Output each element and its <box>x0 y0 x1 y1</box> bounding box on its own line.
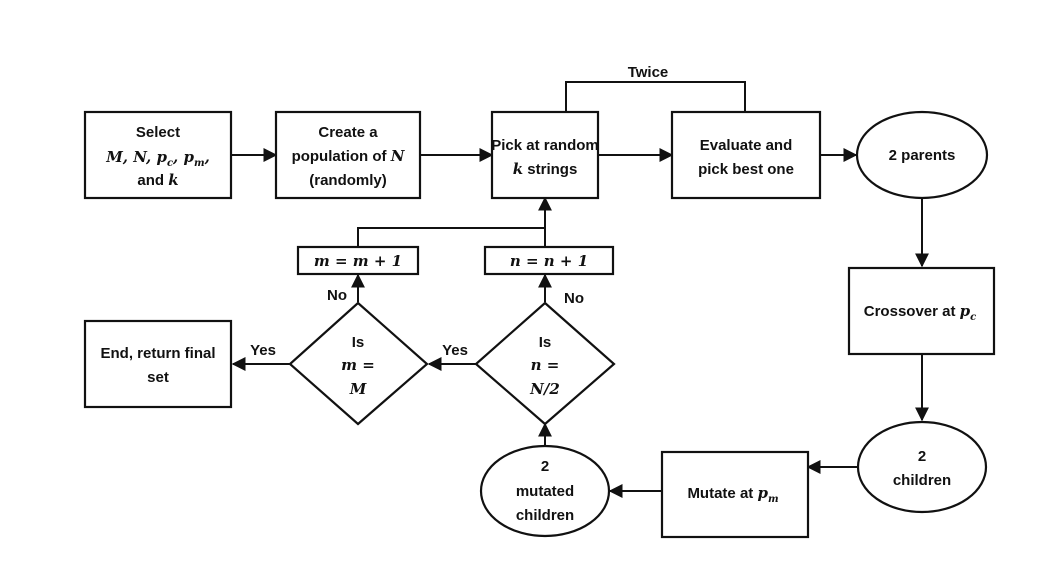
node-parents: 2 parents <box>855 110 989 200</box>
node-evaluate: Evaluate and pick best one <box>670 110 822 200</box>
select-line2: M, N, pc, pm, <box>105 148 210 169</box>
node-n-update: n = n + 1 <box>483 245 615 276</box>
connectors <box>231 81 929 498</box>
node-select: Select M, N, pc, pm, and k <box>83 110 233 200</box>
children-line2: children <box>893 472 951 489</box>
n-update-label: n = n + 1 <box>510 252 588 270</box>
end-line1: End, return final <box>100 345 215 362</box>
select-line3: and k <box>137 171 178 189</box>
twice-loop <box>565 81 746 112</box>
node-create-population: Create a population of N (randomly) <box>274 110 422 200</box>
select-line1: Select <box>136 124 180 141</box>
create-line3: (randomly) <box>309 172 387 189</box>
crossover-label: Crossover at pc <box>864 302 976 323</box>
node-children: 2 children <box>856 420 988 514</box>
is-n-line3: N/2 <box>529 380 560 398</box>
pick-line2: k strings <box>513 160 578 178</box>
edge-label-yes-m: Yes <box>250 342 276 359</box>
is-m-line2: m = <box>341 356 375 374</box>
parents-label: 2 parents <box>889 147 956 164</box>
node-m-update: m = m + 1 <box>296 245 420 276</box>
edge-label-no-n: No <box>564 290 584 307</box>
end-line2: set <box>147 369 169 386</box>
evaluate-line2: pick best one <box>698 161 794 178</box>
mutated-line1: 2 <box>541 458 549 475</box>
create-line1: Create a <box>318 124 378 141</box>
pick-line1: Pick at random <box>491 137 599 154</box>
is-n-line1: Is <box>539 334 552 351</box>
connector-m-update-to-pick <box>357 227 545 247</box>
is-m-line3: M <box>349 380 367 398</box>
edge-label-twice: Twice <box>628 64 669 81</box>
evaluate-line1: Evaluate and <box>700 137 793 154</box>
mutated-line2: mutated <box>516 483 574 500</box>
edge-label-no-m: No <box>327 287 347 304</box>
edge-label-yes-n: Yes <box>442 342 468 359</box>
decision-is-n: Is n = N/2 <box>474 301 616 426</box>
is-n-line2: n = <box>531 356 560 374</box>
mutated-line3: children <box>516 507 574 524</box>
children-line1: 2 <box>918 448 926 465</box>
decision-is-m: Is m = M <box>288 301 429 426</box>
node-end: End, return final set <box>83 319 233 409</box>
node-pick-random: Pick at random k strings <box>490 110 600 200</box>
node-mutated-children: 2 mutated children <box>479 444 611 538</box>
is-m-line1: Is <box>352 334 365 351</box>
node-mutate: Mutate at pm <box>660 450 810 539</box>
create-line2: population of N <box>292 147 406 165</box>
mutate-label: Mutate at pm <box>687 484 778 505</box>
node-crossover: Crossover at pc <box>847 266 996 356</box>
m-update-label: m = m + 1 <box>314 252 402 270</box>
